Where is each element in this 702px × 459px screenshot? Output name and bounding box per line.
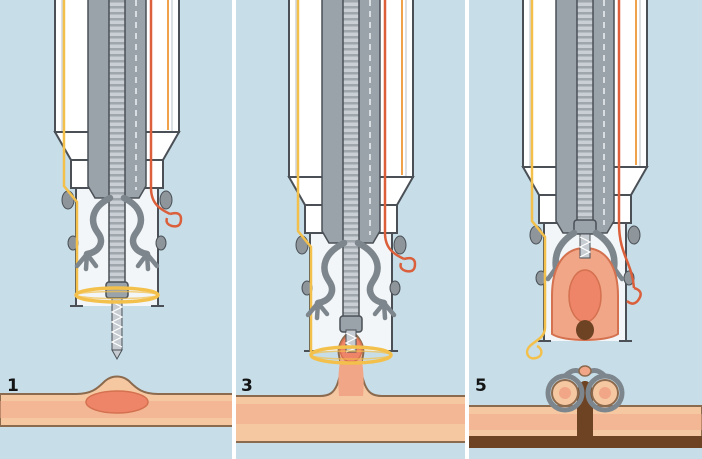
threaded-rod (576, 0, 594, 223)
clip-wire (149, 0, 171, 216)
grasper-claw-left (305, 300, 330, 321)
step-number-5: 5 (475, 376, 487, 396)
step-number-1: 1 (7, 376, 19, 396)
tissue-wall (0, 375, 235, 427)
grasper-claw-right (372, 300, 397, 321)
panel-step-5: 5 (467, 0, 702, 448)
clip-release-hook (626, 286, 642, 305)
side-lug-icon (61, 190, 75, 210)
threaded-rod (108, 0, 126, 285)
grasper-claw-right (135, 251, 160, 272)
grasper-arm-right (354, 239, 388, 307)
step-number-3: 3 (241, 376, 253, 396)
side-lug-icon (627, 225, 641, 245)
corkscrew-grasper (344, 329, 358, 353)
side-lug-icon (529, 225, 543, 245)
side-lug-icon (155, 235, 167, 251)
grasper-arm-right (120, 194, 151, 258)
snare-wire (62, 0, 79, 293)
side-lug-icon (295, 235, 309, 255)
grasper-claw-left (74, 251, 99, 272)
corkscrew-grasper (578, 233, 592, 259)
resected-specimen (551, 246, 619, 341)
clip-release-hook (165, 211, 183, 228)
released-snare-wire (525, 0, 547, 360)
flat-lesion (85, 390, 149, 414)
rod-coupler (105, 281, 129, 299)
grasper-arm-left (314, 239, 348, 307)
resection-device (53, 0, 183, 361)
side-lug-icon (389, 280, 401, 296)
clip-release-hook (399, 256, 417, 273)
corkscrew-grasper (110, 297, 124, 361)
threaded-rod (342, 0, 360, 319)
side-lug-icon (159, 190, 173, 210)
resection-device (287, 0, 417, 352)
clip-wire (383, 0, 405, 261)
tissue-wall-closed (467, 365, 702, 448)
panel-divider (232, 0, 236, 459)
rod-coupler (573, 219, 597, 235)
resection-device (521, 0, 649, 360)
clip-wire (617, 0, 636, 289)
snare-wire (296, 0, 313, 352)
grasper-arm-left (552, 229, 578, 272)
panel-step-3: 3 (233, 0, 469, 443)
side-lug-icon (393, 235, 407, 255)
grasper-arm-right (592, 229, 618, 272)
panel-step-1: 1 (0, 0, 235, 427)
grasper-arm-left (83, 194, 114, 258)
everted-tissue-tip (578, 365, 592, 377)
panel-divider (465, 0, 469, 459)
